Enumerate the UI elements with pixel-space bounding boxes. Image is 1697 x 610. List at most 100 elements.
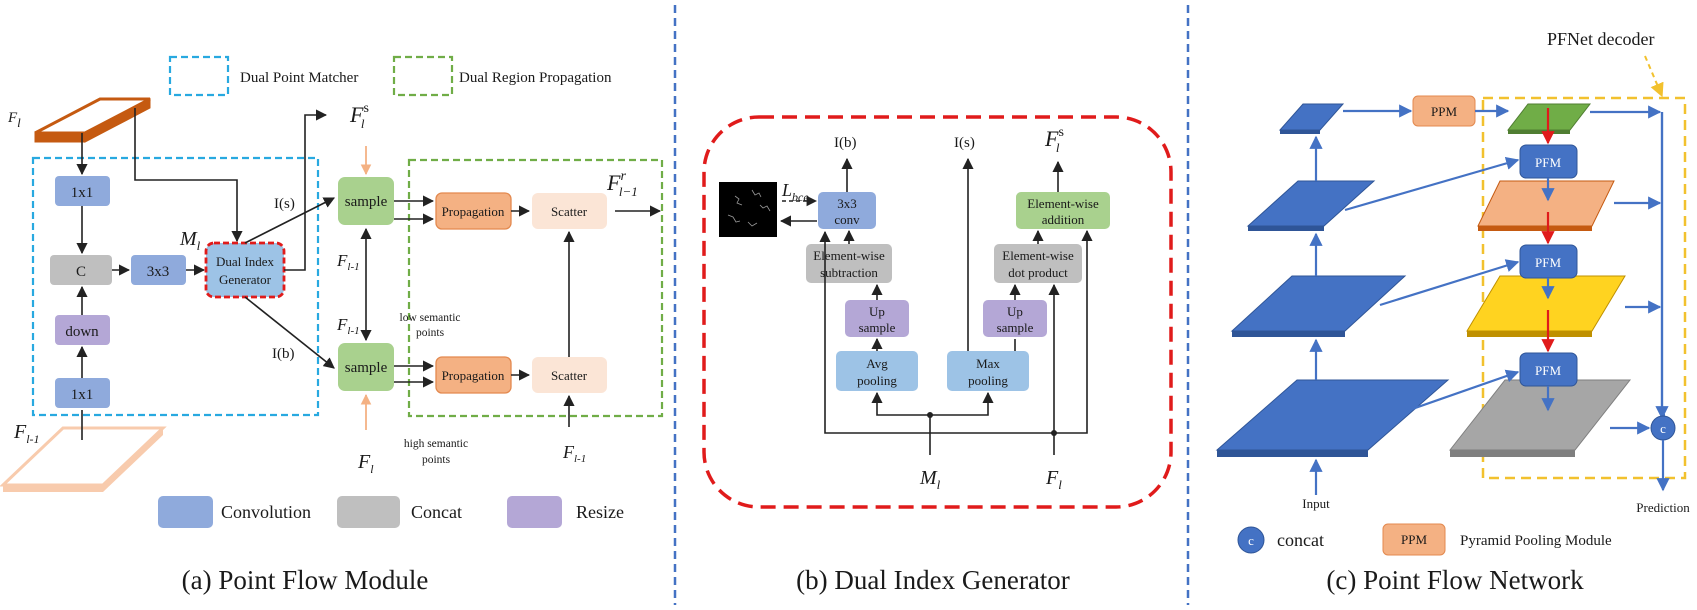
pfm-box-3-label: PFM [1535,363,1561,378]
caption-b: (b) Dual Index Generator [796,565,1070,595]
conv-1x1-bottom [55,378,110,408]
caption-a: (a) Point Flow Module [182,565,429,595]
add-line1: Element-wise [1027,196,1099,211]
sample-bottom-label: sample [345,360,388,376]
low-semantic-2: points [416,327,445,339]
concat-box [50,255,112,285]
dpm-region [31,156,320,417]
conv-3x3-box [818,192,876,229]
dig-label-line2: Generator [219,272,272,287]
f-scatter-label: Fl-1 [562,442,586,465]
fl-bottom-label: Fl [357,451,374,476]
legend-conv-label: Convolution [221,502,311,522]
backbone-level-1-side [1217,450,1368,457]
scatter-bottom [532,357,607,393]
dig-label-line1: Dual Index [216,254,275,269]
ml-label: Ml [179,228,201,253]
up-right-line1: Up [1007,304,1023,319]
legend-drp-swatch [392,55,454,97]
is-output: I(s) [954,135,975,151]
backbone-level-1 [1215,379,1450,451]
backbone-level-2 [1230,275,1407,332]
ib-output: I(b) [834,135,857,151]
decoder-gray [1448,379,1632,451]
ml-input: Ml [919,467,941,492]
max-pooling-box [947,351,1029,391]
legend-concat-node-label: c [1248,533,1254,548]
avg-line1: Avg [866,356,888,371]
dot-line1: Element-wise [1002,248,1074,263]
panel-dual-index-generator: Lbce 3x3 conv I(b) Element-wise subtract… [702,115,1173,595]
pfm-box-1-label: PFM [1535,155,1561,170]
decoder-orange-side [1478,226,1592,231]
concat-box-label: C [76,264,86,280]
add-line2: addition [1042,212,1085,227]
dig-region [702,115,1173,509]
pfm-box-2-label: PFM [1535,255,1561,270]
sample-top [338,177,394,225]
fl-input: Fl [1045,467,1062,492]
backbone-level-2-side [1232,331,1345,337]
legend-drp-label: Dual Region Propagation [459,70,612,86]
backbone-level-3 [1246,180,1376,227]
feature-fl-label: Fl [7,110,21,130]
edge-map-texture [727,189,771,227]
legend-concat-node [1237,526,1265,554]
up-right-line2: sample [997,320,1034,335]
drp-region [407,158,664,418]
legend-concat-swatch [337,496,400,528]
up-left-line1: Up [869,304,885,319]
conv-box-line2: conv [834,212,860,227]
legend-resize-label: Resize [576,502,624,522]
legend-ppm-text: Pyramid Pooling Module [1460,533,1612,549]
decoder-yellow [1466,275,1626,332]
caption-c: (c) Point Flow Network [1326,565,1584,595]
sample-bottom [338,343,394,391]
max-line1: Max [976,356,1000,371]
avg-pooling-box [836,351,918,391]
is-label: I(s) [274,196,295,212]
prediction-label: Prediction [1636,500,1690,515]
legend-resize-swatch [507,496,562,528]
ppm-box-label: PPM [1431,104,1457,119]
up-left-line2: sample [859,320,896,335]
conv-1x1-top-label: 1x1 [71,185,94,201]
feature-fl1-edge [103,428,163,492]
feature-fl1-side [3,485,103,492]
fl1-label-a: Fl-1 [336,251,360,273]
propagation-top-label: Propagation [442,204,505,219]
fl1-label-b: Fl-1 [336,315,360,337]
backbone-level-4-side [1280,130,1320,134]
dual-index-generator-box [204,241,286,299]
backbone-level-3-side [1248,226,1324,231]
conv-3x3 [131,255,186,285]
scatter-top [532,193,607,229]
legend-dpm-label: Dual Point Matcher [240,70,358,86]
addition-box [1016,192,1110,229]
legend-conv-swatch [158,496,213,528]
sample-top-label: sample [345,194,388,210]
decoder-label: PFNet decoder [1547,29,1654,49]
edge-map-image [719,182,777,237]
concat-node-label: c [1660,421,1666,436]
propagation-bottom-label: Propagation [442,368,505,383]
low-semantic-1: low semantic [400,312,461,324]
backbone-level-4 [1278,103,1345,131]
down-box-label: down [65,324,99,340]
feature-fl-side [34,132,86,143]
subtraction-box [806,244,892,283]
upsample-left [845,300,909,337]
sub-line1: Element-wise [813,248,885,263]
input-label: Input [1302,496,1330,511]
dot-product-box [994,244,1082,283]
conv-1x1-top [55,176,110,206]
dot-line2: dot product [1008,265,1068,280]
decoder-orange [1477,180,1615,227]
decoder-green-side [1508,130,1570,134]
scatter-top-label: Scatter [551,204,588,219]
down-box [55,315,110,345]
